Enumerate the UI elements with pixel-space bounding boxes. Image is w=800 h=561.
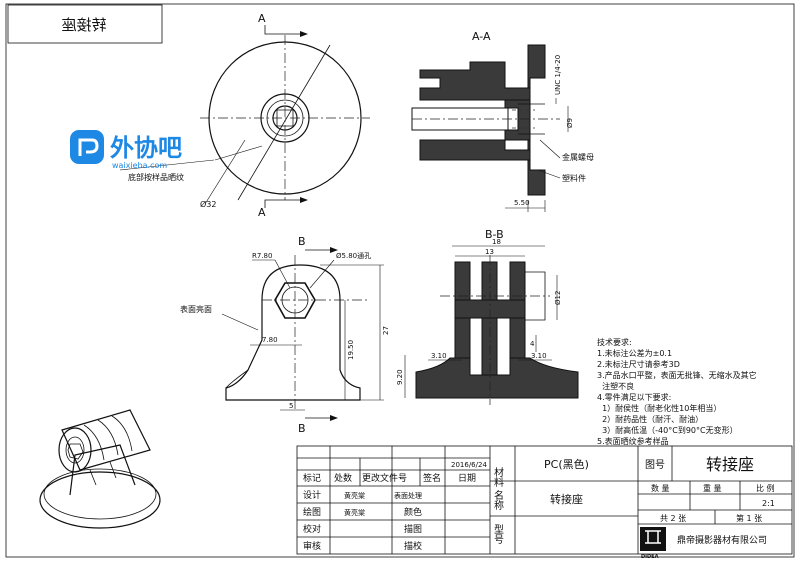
bb-dim-height: 9.20	[396, 369, 404, 385]
tb-row-label: 审核	[303, 540, 321, 552]
aa-dia-label: Ø9	[566, 118, 574, 128]
tb-rev-label-date: 日期	[458, 473, 476, 484]
thread-label: UNC 1/4-20	[554, 55, 562, 95]
bb-dim-total: 18	[492, 238, 501, 246]
side-dim-7-80: 7.80	[262, 336, 278, 344]
surface-label: 表面亮面	[180, 304, 212, 314]
bb-dia-label: Ø12	[554, 291, 562, 305]
company-logo-icon	[640, 527, 666, 551]
watermark-brand: 外协吧	[110, 134, 182, 162]
tb-row-role: 表面处理	[394, 491, 422, 500]
section-mark-a-top: A	[258, 12, 266, 25]
tb-qty-label: 数 量	[651, 483, 670, 493]
side-dim-5: 5	[289, 402, 293, 410]
texture-note: 底部按样品晒纹	[128, 172, 184, 182]
tb-drawing-no-label: 图号	[645, 459, 665, 471]
tb-name-label: 名称	[492, 489, 504, 511]
tb-name-value: 转接座	[550, 492, 583, 506]
tech-req-line: 2.未标注尺寸请参考3D	[597, 359, 680, 369]
b-mark-top: B	[298, 235, 306, 248]
radius-label: R7.80	[252, 252, 272, 260]
tech-req-line: 2）耐药品性（耐汗、耐油）	[597, 414, 703, 424]
b-mark-bottom: B	[298, 422, 306, 435]
side-view: B B R7.80 Ø5.80通孔 表面亮面 7.80 19.50 27 5	[180, 235, 390, 435]
watermark-logo-icon	[70, 130, 104, 164]
tb-row-role: 描图	[404, 523, 422, 535]
bb-dim-small: 4	[530, 340, 535, 348]
tb-drawing-no-value: 转接座	[706, 455, 754, 474]
tech-req-line: 1）耐侯性（耐老化性10年相当）	[597, 403, 721, 413]
tech-requirements: 技术要求: 1.未标注公差为±0.1 2.未标注尺寸请参考3D 3.产品水口平整…	[597, 337, 757, 446]
watermark: 外协吧 waixieba.com	[70, 130, 182, 170]
tb-rev-label-sign: 签名	[423, 472, 441, 484]
tb-company: 鼎帝摄影器材有限公司	[677, 534, 767, 546]
watermark-url: waixieba.com	[112, 161, 167, 170]
drawing-border	[5, 3, 795, 558]
bb-dim-right: 3.10	[531, 352, 547, 360]
front-view: A A Ø32 底部按样品晒纹	[119, 12, 370, 219]
tech-req-line: 5.表面晒纹参考样品	[597, 436, 669, 446]
tech-req-line: 4.零件满足以下要求:	[597, 392, 671, 402]
side-dim-27: 27	[382, 326, 390, 335]
tb-logo-text: DIDEA	[641, 554, 659, 560]
bb-dim-inner: 13	[485, 248, 494, 256]
metal-nut-label: 金属螺母	[562, 152, 594, 162]
tb-rev-label-mark: 标记	[303, 472, 321, 484]
tech-req-line: 3.产品水口平整，表面无批锋、无缩水及其它	[597, 370, 757, 380]
front-dia-label: Ø32	[200, 199, 216, 209]
tb-row-label: 校对	[303, 523, 321, 535]
tech-req-title: 技术要求:	[597, 337, 632, 347]
section-bb-title: B-B	[485, 228, 504, 241]
tb-material-label: 材料	[492, 466, 504, 488]
through-hole-label: Ø5.80通孔	[336, 251, 371, 260]
isometric-view	[39, 409, 161, 529]
plastic-label: 塑料件	[562, 173, 586, 183]
tb-material-value: PC(黑色)	[544, 457, 589, 471]
side-dim-19-50: 19.50	[347, 340, 355, 360]
tech-req-line: 3）耐高低温（-40°C到90°C无变形）	[597, 425, 738, 435]
aa-width-dim: 5.50	[514, 199, 530, 207]
tb-row-name: 黄亮棠	[344, 491, 365, 500]
tb-row-name: 黄亮棠	[344, 508, 365, 517]
tb-model-label: 型号	[492, 523, 504, 545]
bb-dim-left: 3.10	[431, 352, 447, 360]
tech-req-line: 注塑不良	[597, 381, 634, 391]
tb-row-label: 绘图	[303, 506, 321, 518]
tb-scale-label: 比 例	[756, 483, 775, 493]
tb-sheet-no: 第 1 张	[736, 513, 762, 523]
tb-row-label: 设计	[303, 489, 321, 501]
tb-weight-label: 重 量	[703, 483, 722, 493]
section-mark-a-bottom: A	[258, 206, 266, 219]
section-a-a: A-A UNC 1/4-20 Ø9 金属螺母 塑料件 5.50	[411, 30, 594, 212]
section-b-b: B-B 18 13 Ø12 3.10 3.10 4 9.20	[396, 228, 579, 405]
tb-date: 2016/6/24	[451, 461, 487, 469]
corner-label-box: 转接座	[7, 4, 163, 44]
title-block: 2016/6/24 标记 处数 更改文件号 签名 日期 设计 黄亮棠 表面处理 …	[296, 445, 793, 560]
tb-row-role: 描校	[404, 540, 422, 552]
tb-rev-label-file: 更改文件号	[362, 472, 407, 484]
tb-row-role: 颜色	[404, 506, 422, 518]
tb-sheets-total: 共 2 张	[660, 514, 686, 523]
tb-rev-label-count: 处数	[334, 472, 352, 484]
corner-label: 转接座	[61, 16, 106, 34]
tech-req-line: 1.未标注公差为±0.1	[597, 348, 672, 358]
tb-scale-value: 2:1	[762, 499, 775, 508]
section-aa-title: A-A	[472, 30, 491, 43]
